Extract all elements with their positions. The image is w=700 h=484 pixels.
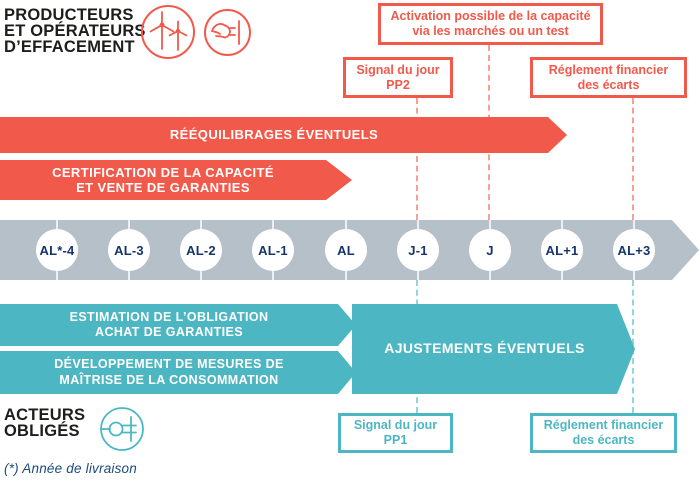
timeline-milestone: AL+3 (613, 229, 655, 271)
activation-callout-line: via les marchés ou un test (412, 24, 569, 38)
signal-pp1-line: Signal du jour (353, 418, 438, 432)
reglement-bottom-line: des écarts (572, 433, 635, 447)
reglement-top-line: des écarts (577, 77, 640, 92)
producers-title-line: D’EFFACEMENT (4, 38, 135, 56)
reglement-financier-top-callout: Réglement financier des écarts (530, 57, 687, 98)
ajustements-arrow: AJUSTEMENTS ÉVENTUELS (352, 304, 635, 394)
signal-du-jour-pp1-callout: Signal du jour PP1 (338, 413, 453, 453)
reequilibrages-arrow-label: RÉÉQUILIBRAGES ÉVENTUELS (169, 127, 379, 143)
acteurs-title-line: OBLIGÉS (4, 422, 80, 440)
timeline-milestone: AL (325, 229, 367, 271)
electric-plug-icon (99, 406, 145, 452)
signal-pp1-line: PP1 (383, 433, 408, 447)
producers-title: PRODUCTEURS ET OPÉRATEURS D’EFFACEMENT (4, 6, 146, 56)
timeline-milestone: AL+1 (541, 229, 583, 271)
reglement-bottom-line: Réglement financier (543, 418, 664, 432)
acteurs-title-line: ACTEURS (4, 406, 86, 424)
reequilibrages-arrow: RÉÉQUILIBRAGES ÉVENTUELS (0, 117, 567, 153)
reglement-financier-bottom-callout: Réglement financier des écarts (530, 413, 677, 453)
acteurs-obliges-title: ACTEURS OBLIGÉS (4, 406, 86, 440)
certification-arrow: CERTIFICATION DE LA CAPACITÉ ET VENTE DE… (0, 160, 352, 200)
timeline-milestone: J (469, 229, 511, 271)
estimation-arrow: ESTIMATION DE L’OBLIGATION ACHAT DE GARA… (0, 304, 356, 346)
timeline-milestone: AL-2 (180, 229, 222, 271)
dashed-connector-reglement-top (632, 98, 634, 220)
timeline-milestone: AL-1 (252, 229, 294, 271)
demand-response-hand-plug-icon (203, 8, 252, 57)
dashed-connector-pp2 (416, 98, 418, 220)
activation-callout: Activation possible de la capacité via l… (378, 3, 603, 45)
timeline-arrow: AL*-4 AL-3 AL-2 AL-1 AL J-1 J AL+1 AL+3 (0, 220, 699, 280)
ajustements-arrow-label: AJUSTEMENTS ÉVENTUELS (384, 340, 585, 357)
timeline-milestone: AL-3 (108, 229, 150, 271)
wind-turbines-icon (140, 4, 196, 60)
certification-arrow-label: CERTIFICATION DE LA CAPACITÉ ET VENTE DE… (52, 164, 274, 196)
producers-title-line: PRODUCTEURS (4, 6, 134, 24)
timeline-milestone: J-1 (397, 229, 439, 271)
reglement-top-line: Réglement financier (548, 62, 669, 77)
signal-du-jour-pp2-callout: Signal du jour PP2 (343, 57, 453, 98)
signal-pp2-line: PP2 (386, 77, 410, 92)
producers-title-line: ET OPÉRATEURS (4, 22, 146, 40)
timeline-milestone: AL*-4 (36, 229, 78, 271)
footnote-annee-de-livraison: (*) Année de livraison (4, 461, 137, 476)
signal-pp2-line: Signal du jour (356, 62, 440, 77)
estimation-arrow-label: ESTIMATION DE L’OBLIGATION ACHAT DE GARA… (69, 309, 269, 340)
activation-callout-line: Activation possible de la capacité (390, 9, 591, 23)
developpement-arrow-label: DÉVELOPPEMENT DE MESURES DE MAÎTRISE DE … (54, 357, 284, 387)
developpement-arrow: DÉVELOPPEMENT DE MESURES DE MAÎTRISE DE … (0, 351, 356, 394)
